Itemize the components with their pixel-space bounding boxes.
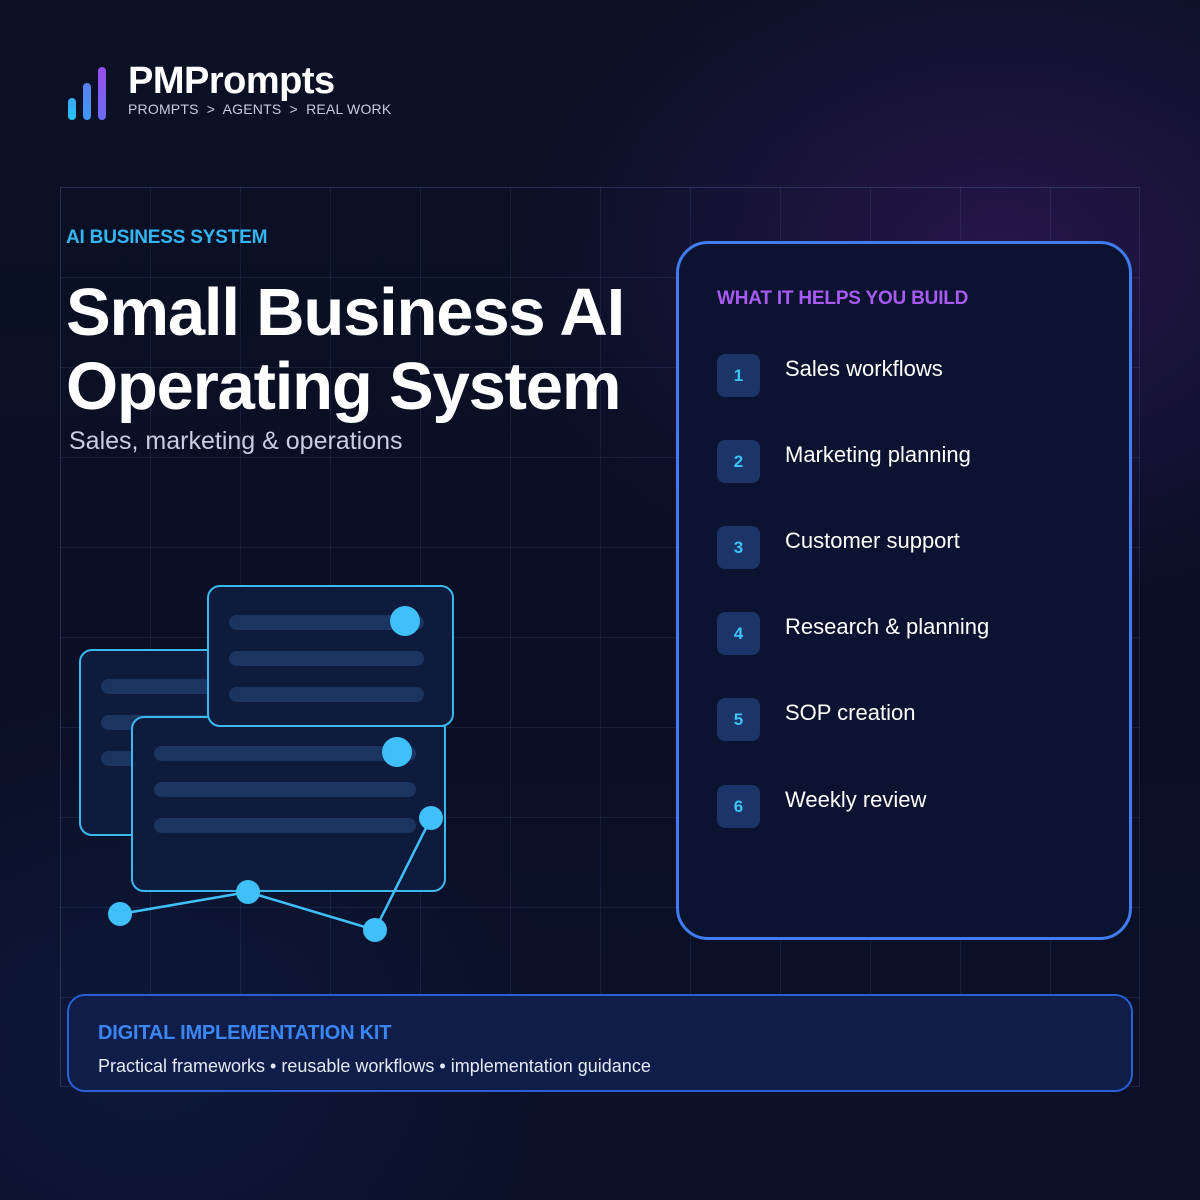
item-label: Sales workflows [785,356,943,381]
item-number-badge: 2 [717,440,760,483]
item-number-badge: 1 [717,354,760,397]
list-item: 5 SOP creation [717,698,1097,742]
page-title: Small Business AI Operating System [66,276,666,424]
page-title-line-2: Operating System [66,349,621,424]
item-label: Marketing planning [785,442,971,467]
brand-name: PMPrompts [128,60,335,102]
panel-heading: WHAT IT HELPS YOU BUILD [717,288,969,309]
banner-title: DIGITAL IMPLEMENTATION KIT [98,1022,392,1044]
list-item: 4 Research & planning [717,612,1097,656]
features-panel: WHAT IT HELPS YOU BUILD 1 Sales workflow… [676,241,1132,940]
bar-chart-logo-icon [68,67,106,120]
item-label: Weekly review [785,787,927,812]
item-number-badge: 5 [717,698,760,741]
eyebrow-label: AI BUSINESS SYSTEM [66,227,268,248]
item-label: SOP creation [785,700,916,725]
list-item: 6 Weekly review [717,785,1097,829]
item-number-badge: 3 [717,526,760,569]
page-title-line-1: Small Business AI [66,275,625,350]
page-subtitle: Sales, marketing & operations [69,427,403,455]
item-number-badge: 4 [717,612,760,655]
list-item: 2 Marketing planning [717,440,1097,484]
banner-text: Practical frameworks • reusable workflow… [98,1056,651,1076]
item-number-badge: 6 [717,785,760,828]
item-label: Research & planning [785,614,990,639]
implementation-kit-banner: DIGITAL IMPLEMENTATION KIT Practical fra… [67,994,1133,1092]
list-item: 3 Customer support [717,526,1097,570]
brand-tagline: PROMPTS > AGENTS > REAL WORK [128,101,392,117]
list-item: 1 Sales workflows [717,354,1097,398]
item-label: Customer support [785,528,960,553]
